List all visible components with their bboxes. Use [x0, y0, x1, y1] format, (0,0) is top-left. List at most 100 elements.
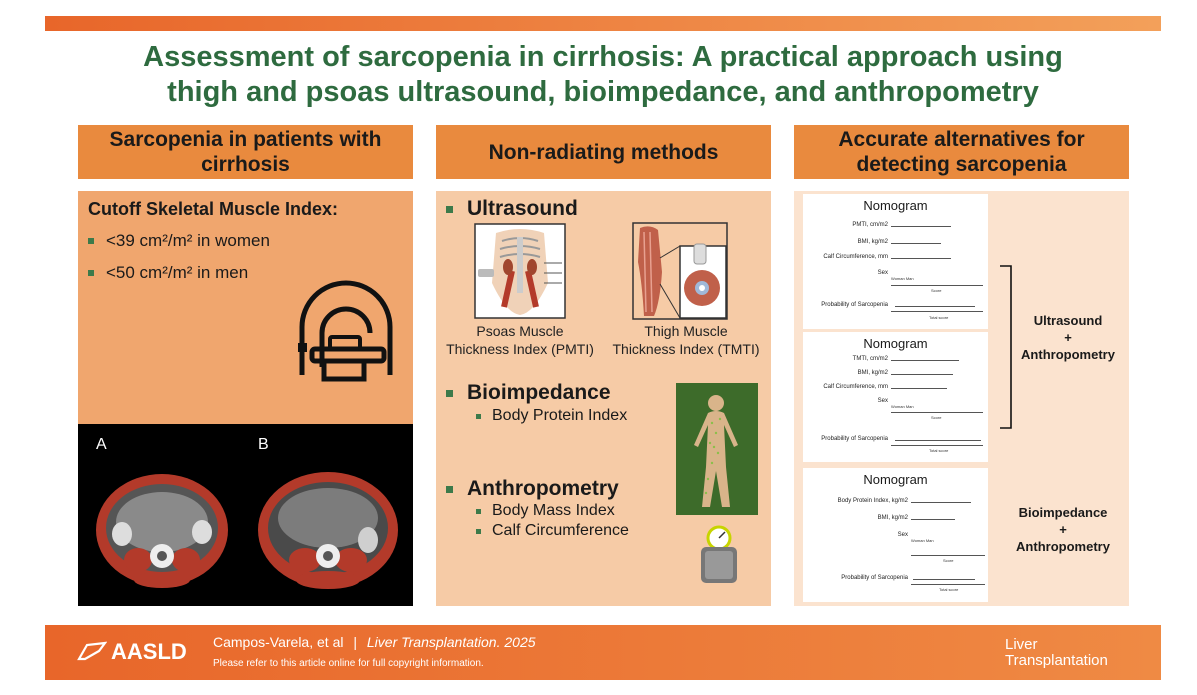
- nomogram-axis: [913, 579, 975, 580]
- liver-transplantation-logo: Liver Transplantation: [1005, 637, 1108, 669]
- cutoff-women: <39 cm²/m² in women: [88, 231, 270, 251]
- nomogram-1-row-2: BMI, kg/m2: [857, 239, 888, 245]
- nomogram-2-title: Nomogram: [863, 336, 928, 351]
- psoas-caption-line1: Psoas Muscle: [476, 323, 564, 339]
- nomogram-axis: [891, 412, 983, 413]
- nomogram-1-sex-values: Woman Man: [891, 276, 914, 281]
- col2-header: Non-radiating methods: [436, 125, 771, 179]
- aasld-logo-icon: [77, 641, 107, 661]
- method2-line1: Bioimpedance: [1018, 505, 1108, 520]
- nomogram-1-row-3: Calf Circumference, mm: [823, 254, 888, 260]
- main-title-line2: thigh and psoas ultrasound, bioimpedance…: [167, 76, 1039, 108]
- anthropometry-title: Anthropometry: [446, 477, 619, 501]
- thigh-caption-line1: Thigh Muscle: [644, 323, 728, 339]
- nomogram-3-row-1: Body Protein Index, kg/m2: [837, 498, 908, 504]
- citation-separator: |: [353, 634, 357, 650]
- nomogram-1-title: Nomogram: [863, 198, 928, 213]
- method2-line3: Anthropometry: [1016, 539, 1110, 554]
- main-title-line1: Assessment of sarcopenia in cirrhosis: A…: [143, 41, 1063, 73]
- nomogram-3-row-2: BMI, kg/m2: [877, 515, 908, 521]
- nomogram-1-probability-label: Probability of Sarcopenia: [821, 302, 888, 308]
- nomogram-axis: [911, 584, 985, 585]
- nomogram-axis: [891, 243, 941, 244]
- alternatives-panel: Nomogram PMTI, cm/m2 BMI, kg/m2 Calf Cir…: [794, 191, 1129, 606]
- calf-circumference-text: Calf Circumference: [492, 522, 629, 539]
- calf-circumference: Calf Circumference: [476, 522, 629, 540]
- cutoff-women-text: <39 cm²/m² in women: [106, 231, 270, 250]
- bullet-icon: [476, 508, 481, 514]
- nomogram-3-sex-values: Woman Man: [911, 538, 934, 543]
- nomogram-axis: [891, 311, 983, 312]
- nomogram-2-score-label: Score: [931, 415, 942, 420]
- nomogram-axis: [891, 445, 983, 446]
- nomogram-axis: [891, 285, 983, 286]
- thigh-caption-line2: Thickness Index (TMTI): [612, 341, 760, 357]
- method1-line3: Anthropometry: [1021, 347, 1115, 362]
- journal-logo-line2: Transplantation: [1005, 652, 1108, 669]
- nomogram-2-probability-label: Probability of Sarcopenia: [821, 436, 888, 442]
- bullet-icon: [446, 205, 453, 213]
- nomogram-3-title: Nomogram: [863, 472, 928, 487]
- scale-icon: [701, 525, 737, 583]
- methods-panel: Ultrasound Psoas Muscle Thickness Index …: [436, 191, 771, 606]
- body-mass-index: Body Mass Index: [476, 502, 615, 520]
- bullet-icon: [88, 270, 94, 276]
- psoas-caption: Psoas Muscle Thickness Index (PMTI): [436, 322, 604, 358]
- main-title: Assessment of sarcopenia in cirrhosis: A…: [45, 40, 1161, 110]
- body-protein-index-text: Body Protein Index: [492, 407, 628, 424]
- bracket-icon: [1000, 265, 1012, 429]
- nomogram-3-total-label: Total score: [939, 587, 959, 592]
- nomogram-axis: [895, 440, 981, 441]
- method1-line1: Ultrasound: [1033, 313, 1103, 328]
- aasld-logo: AASLD: [77, 639, 187, 665]
- bullet-icon: [446, 389, 453, 397]
- ct-label-a: A: [96, 436, 107, 453]
- journal-logo-line1: Liver: [1005, 636, 1038, 653]
- ct-scan-images: A B: [78, 424, 413, 606]
- nomogram-1-row-1: PMTI, cm/m2: [852, 222, 888, 228]
- bullet-icon: [88, 238, 94, 244]
- copyright-note: Please refer to this article online for …: [213, 658, 484, 669]
- citation-authors: Campos-Varela, et al: [213, 634, 344, 650]
- thigh-illustration: [632, 222, 728, 320]
- ultrasound-title-text: Ultrasound: [467, 197, 578, 220]
- citation: Campos-Varela, et al | Liver Transplanta…: [213, 634, 536, 650]
- bioimpedance-anthropometry-label: Bioimpedance + Anthropometry: [999, 504, 1127, 555]
- nomogram-2-row-3: Calf Circumference, mm: [823, 384, 888, 390]
- sarcopenia-panel: Cutoff Skeletal Muscle Index: <39 cm²/m²…: [78, 191, 413, 606]
- nomogram-2-row-2: BMI, kg/m2: [857, 370, 888, 376]
- nomogram-axis: [891, 374, 953, 375]
- nomogram-axis: [911, 555, 985, 556]
- nomogram-2-row-4: Sex: [877, 398, 888, 404]
- bullet-icon: [476, 413, 481, 419]
- body-mass-index-text: Body Mass Index: [492, 502, 615, 519]
- ultrasound-anthropometry-label: Ultrasound + Anthropometry: [1008, 312, 1128, 363]
- nomogram-card-1: Nomogram PMTI, cm/m2 BMI, kg/m2 Calf Cir…: [803, 194, 988, 329]
- col3-header-line1: Accurate alternatives for: [838, 128, 1085, 151]
- ct-scanner-icon: [298, 280, 393, 382]
- thigh-caption: Thigh Muscle Thickness Index (TMTI): [602, 322, 770, 358]
- nomogram-3-probability-label: Probability of Sarcopenia: [841, 575, 908, 581]
- ct-label-b: B: [258, 436, 269, 453]
- nomogram-1-score-label: Score: [931, 288, 942, 293]
- nomogram-axis: [891, 360, 959, 361]
- bioimpedance-figure-icon: [676, 383, 758, 515]
- ct-scan-a: [96, 474, 228, 588]
- psoas-illustration: [474, 223, 566, 319]
- nomogram-1-total-label: Total score: [929, 315, 949, 320]
- method2-line2: +: [1059, 522, 1067, 537]
- bullet-icon: [476, 528, 481, 534]
- method1-line2: +: [1064, 330, 1072, 345]
- psoas-caption-line2: Thickness Index (PMTI): [446, 341, 594, 357]
- nomogram-1-row-4: Sex: [877, 270, 888, 276]
- nomogram-axis: [911, 502, 971, 503]
- body-protein-index: Body Protein Index: [476, 407, 627, 425]
- nomogram-card-2: Nomogram TMTI, cm/m2 BMI, kg/m2 Calf Cir…: [803, 332, 988, 462]
- nomogram-3-score-label: Score: [943, 558, 954, 563]
- aasld-logo-text: AASLD: [111, 639, 187, 664]
- nomogram-3-row-3: Sex: [897, 532, 908, 538]
- anthropometry-title-text: Anthropometry: [467, 477, 619, 500]
- cutoff-men: <50 cm²/m² in men: [88, 263, 248, 283]
